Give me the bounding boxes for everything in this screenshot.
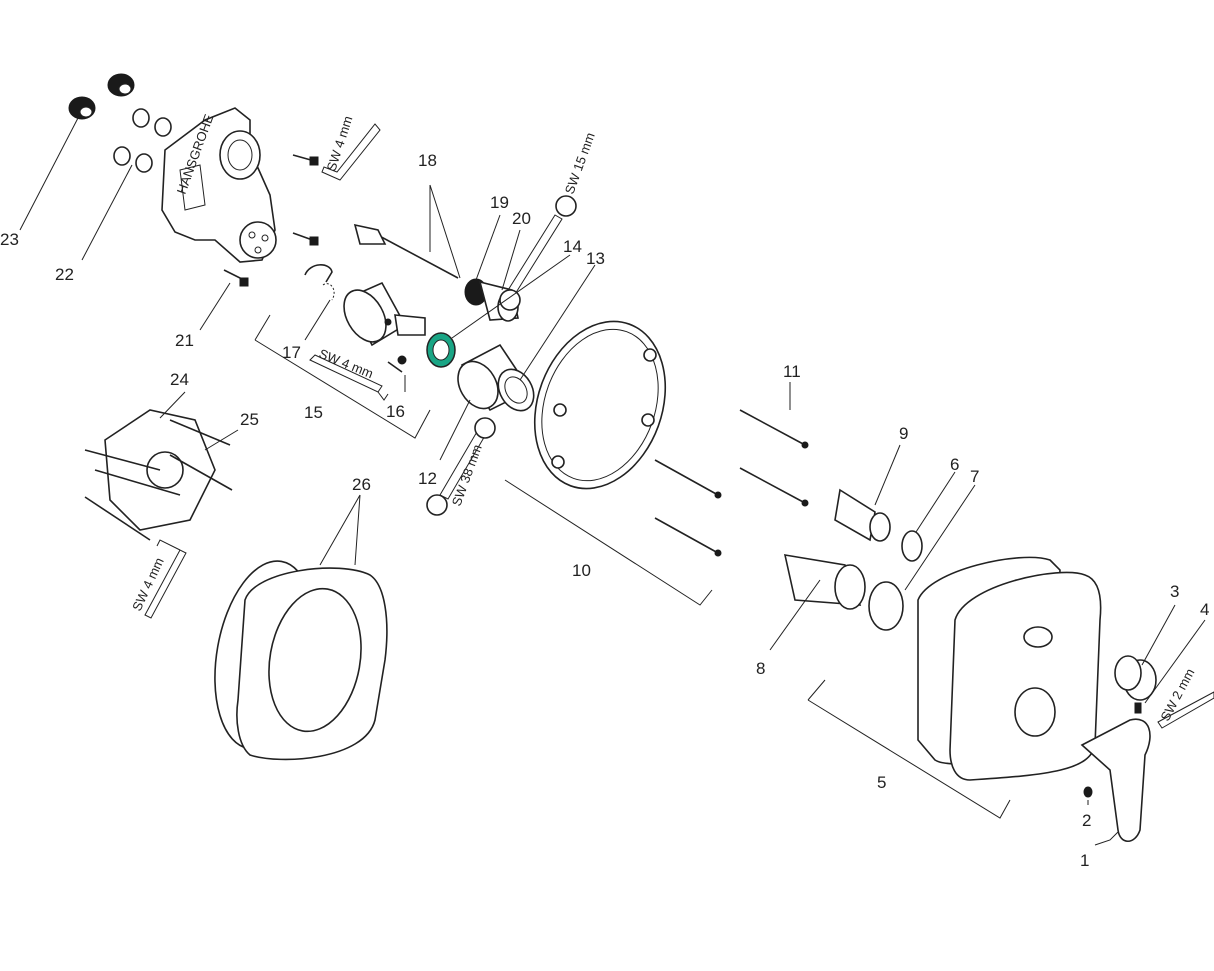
allen-key-mid: SW 4 mm [309,346,389,401]
wrench-15-label: SW 15 mm [562,130,598,196]
label-17: 17 [282,343,301,362]
cover-plate [917,556,1102,781]
label-7: 7 [970,467,979,486]
leader-lines [19,117,1206,846]
allen-key-left: SW 4 mm [129,539,187,619]
mounting-frame [214,560,388,761]
allen-key-top: SW 4 mm [321,114,381,181]
label-13: 13 [586,249,605,268]
allen-key-mid-label: SW 4 mm [317,346,376,381]
allen-key-right-label: SW 2 mm [1157,666,1197,723]
label-2: 2 [1082,811,1091,830]
label-23: 23 [0,230,19,249]
label-4: 4 [1200,600,1209,619]
label-8: 8 [756,659,765,678]
label-1: 1 [1080,851,1089,870]
wrench-38: SW 38 mm [426,417,496,516]
label-16: 16 [386,402,405,421]
label-22: 22 [55,265,74,284]
extension-block [84,409,233,541]
allen-key-top-label: SW 4 mm [324,114,356,173]
wrench-38-label: SW 38 mm [449,442,485,508]
label-10: 10 [572,561,591,580]
cover-sleeves [783,488,923,631]
sealing-rings [113,108,172,173]
valve-body: HANSGROHE [161,107,277,263]
label-21: 21 [175,331,194,350]
allen-key-right: SW 2 mm [1157,666,1214,729]
label-18: 18 [418,151,437,170]
label-11: 11 [783,362,801,381]
label-24: 24 [170,370,189,389]
small-screws [223,154,319,287]
label-26: 26 [352,475,371,494]
label-19: 19 [490,193,509,212]
mounting-plate [533,320,667,490]
label-15: 15 [304,403,323,422]
part-labels: 1 2 3 4 5 6 7 8 9 10 11 12 13 14 15 16 1… [0,151,1209,870]
long-screws [654,409,809,557]
label-9: 9 [899,424,908,443]
label-3: 3 [1170,582,1179,601]
label-6: 6 [950,455,959,474]
label-25: 25 [240,410,259,429]
handle-parts [1080,655,1157,843]
label-14: 14 [563,237,582,256]
label-20: 20 [512,209,531,228]
label-5: 5 [877,773,886,792]
cartridge-assembly [304,264,535,412]
connector-nuts [68,73,135,120]
label-12: 12 [418,469,437,488]
